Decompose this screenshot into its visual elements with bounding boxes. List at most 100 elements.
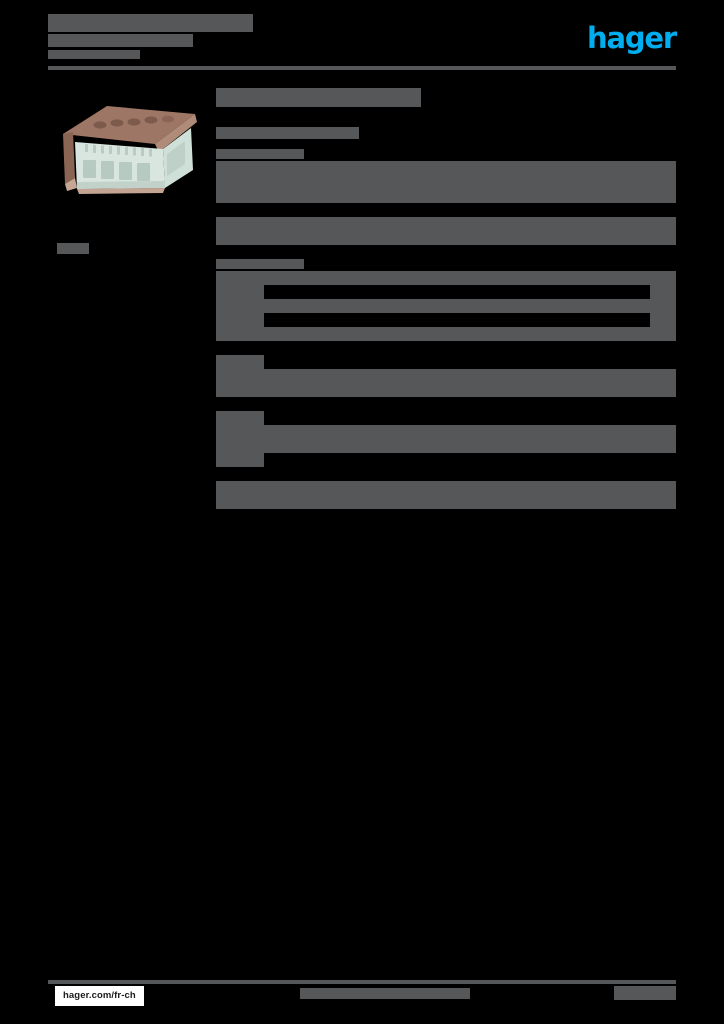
document-title [48, 14, 253, 59]
table-summary-row [216, 495, 676, 509]
spec-group [216, 411, 676, 509]
spec-unit [650, 175, 676, 189]
row-spacer [216, 203, 676, 217]
spec-unit [650, 231, 676, 245]
spec-unit [650, 383, 676, 397]
header-divider [48, 66, 676, 70]
spec-label [216, 189, 264, 203]
spec-value [268, 327, 650, 341]
table-row [216, 327, 676, 341]
spec-table [216, 411, 676, 509]
page-footer: hager.com/fr-ch [48, 980, 676, 1010]
spec-value [268, 369, 650, 383]
spec-unit [650, 217, 676, 231]
spec-value [268, 271, 650, 285]
spec-group [216, 355, 676, 411]
row-spacer [216, 397, 676, 411]
document-subtitle [48, 50, 140, 59]
table-row [216, 217, 676, 231]
spec-value [268, 453, 650, 467]
left-column-meta [57, 240, 207, 258]
spec-label [216, 411, 264, 425]
row-spacer [216, 467, 676, 481]
table-row [216, 313, 676, 327]
spec-label [216, 299, 264, 313]
spec-unit [650, 355, 676, 369]
spec-label [216, 369, 264, 383]
spec-label [216, 439, 264, 453]
product-reference-label [57, 243, 89, 255]
spec-label [216, 175, 264, 189]
summary-unit [650, 481, 676, 495]
spec-value [268, 355, 650, 369]
summary-unit [650, 495, 676, 509]
table-row [216, 411, 676, 425]
spec-table [216, 355, 676, 411]
spec-unit [650, 161, 676, 175]
spec-value [268, 189, 650, 203]
spec-group-label [216, 149, 304, 159]
footer-divider [48, 980, 676, 984]
spec-value [268, 285, 650, 299]
summary-value [268, 481, 650, 495]
spec-unit [650, 439, 676, 453]
spec-value [268, 439, 650, 453]
document-title-line-1 [48, 14, 253, 32]
spec-value [268, 383, 650, 397]
row-spacer [216, 341, 676, 355]
table-row [216, 439, 676, 453]
page-number-redaction [614, 986, 676, 1000]
table-row [216, 369, 676, 383]
website-url-link[interactable]: hager.com/fr-ch [55, 986, 144, 1006]
spec-group [216, 259, 676, 355]
spec-label [216, 355, 264, 369]
spec-label [216, 383, 264, 397]
page-title [216, 88, 421, 107]
spec-group [216, 149, 676, 217]
table-row [216, 425, 676, 439]
spec-label [216, 327, 264, 341]
page-header: hager [48, 14, 677, 70]
spec-value [268, 411, 650, 425]
spec-unit [650, 411, 676, 425]
spec-value [268, 299, 650, 313]
table-row [216, 299, 676, 313]
spec-label [216, 231, 264, 245]
spec-unit [650, 271, 676, 285]
subsection-title [216, 127, 359, 139]
document-title-line-2 [48, 34, 193, 47]
product-image [55, 92, 205, 197]
spec-unit [650, 425, 676, 439]
spec-value [268, 217, 650, 231]
row-spacer [216, 245, 676, 259]
spec-unit [650, 327, 676, 341]
table-row [216, 383, 676, 397]
spec-group [216, 217, 676, 259]
page-number [614, 986, 676, 1002]
footer-center-redaction [300, 988, 470, 999]
table-row [216, 285, 676, 299]
table-row [216, 355, 676, 369]
spec-unit [650, 313, 676, 327]
summary-label [216, 495, 264, 509]
table-row [216, 161, 676, 175]
hager-logo[interactable]: hager [587, 21, 677, 55]
spec-unit [650, 189, 676, 203]
spec-table [216, 271, 676, 355]
spec-value [268, 161, 650, 175]
spec-unit [650, 299, 676, 313]
spec-label [216, 271, 264, 285]
table-row [216, 271, 676, 285]
summary-value [268, 495, 650, 509]
summary-label [216, 481, 264, 495]
spec-table [216, 217, 676, 259]
table-row [216, 231, 676, 245]
table-row [216, 453, 676, 467]
spec-table [216, 161, 676, 217]
spec-label [216, 425, 264, 439]
spec-value [268, 231, 650, 245]
spec-group-label [216, 259, 304, 269]
footer-center-text [300, 988, 470, 1002]
spec-label [216, 161, 264, 175]
